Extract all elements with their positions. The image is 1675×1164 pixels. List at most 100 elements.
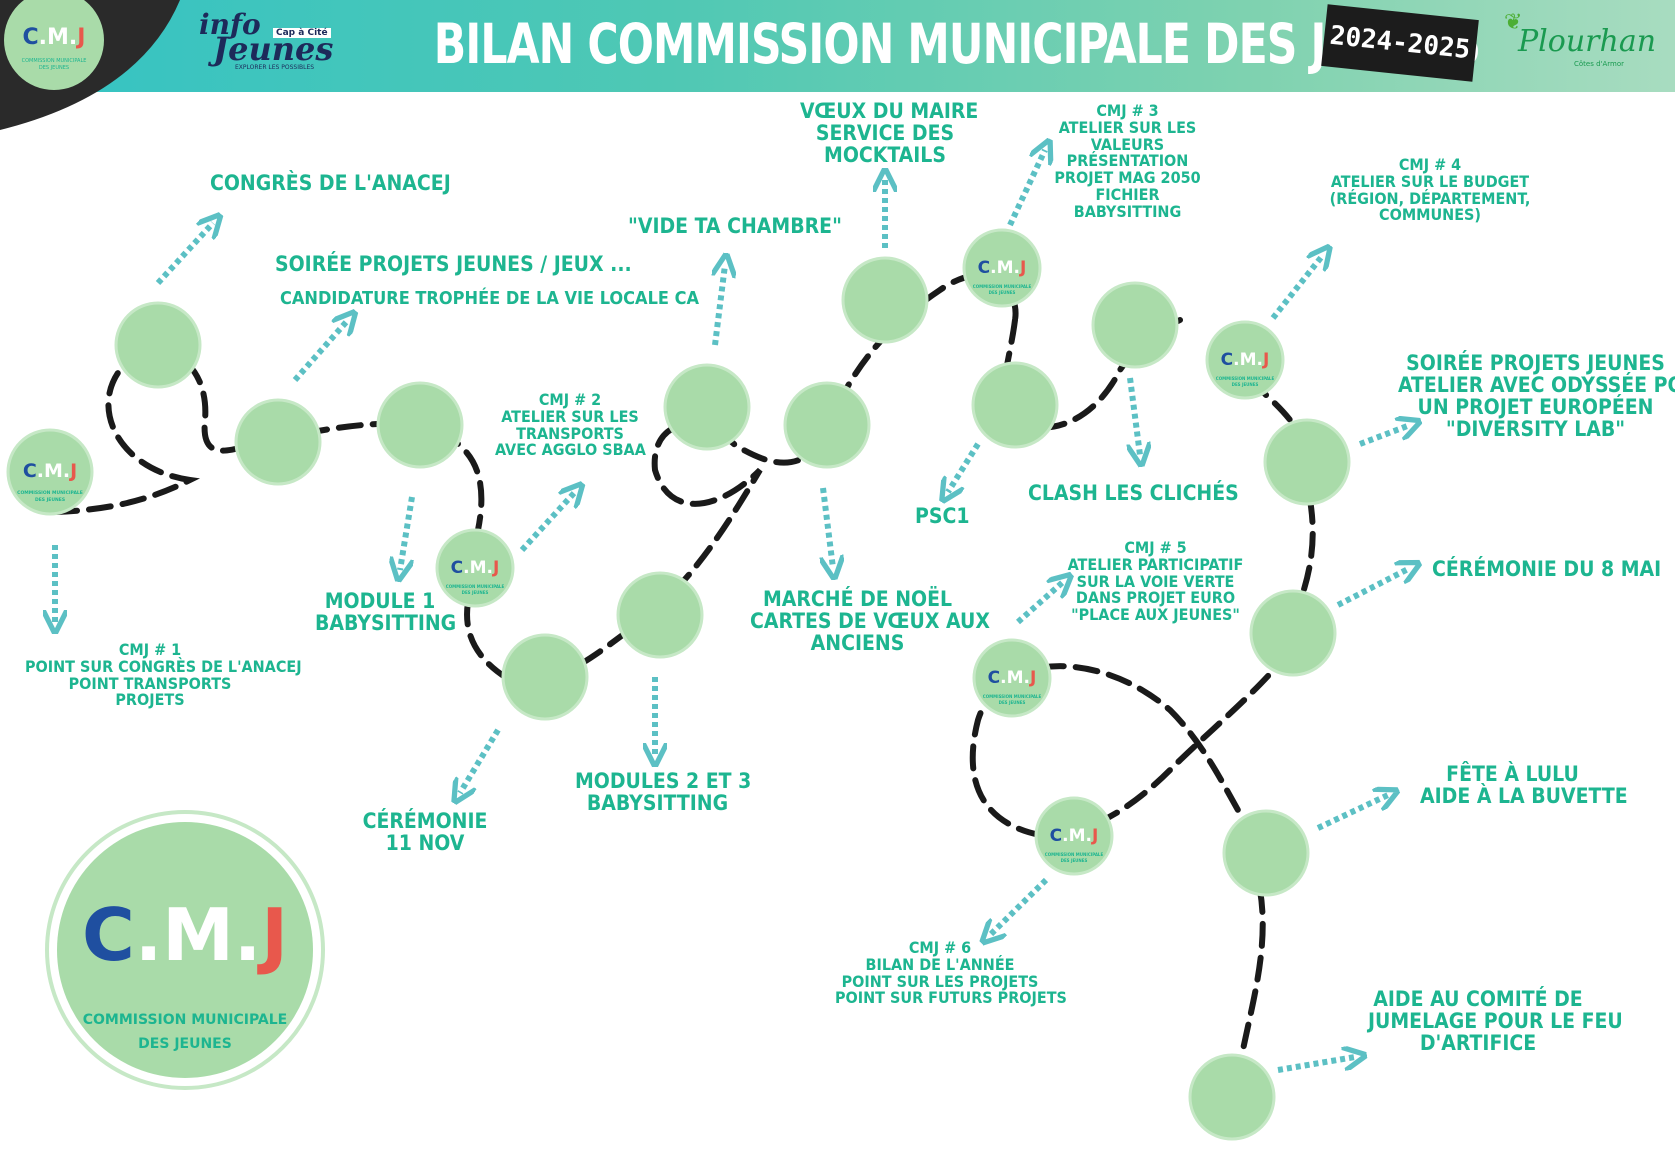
info-jeunes-logo: info Cap à Cité Jeunes EXPLORER LES POSS… — [195, 8, 335, 71]
logo-letter-m: M — [162, 893, 234, 977]
town-name: Plourhan — [1518, 24, 1657, 59]
stop-circle — [616, 571, 704, 659]
cmj-main-logo-letters: C.M.J — [65, 895, 305, 975]
label-fete-a-lulu: FÊTE À LULU AIDE À LA BUVETTE — [1420, 762, 1628, 809]
svg-text:COMMISSION MUNICIPALE: COMMISSION MUNICIPALE — [17, 490, 83, 496]
stop-circle — [1222, 809, 1310, 897]
cmj-main-logo-subtitle-1: COMMISSION MUNICIPALE — [82, 1012, 288, 1028]
cmj-logo-stop: C.M.J COMMISSION MUNICIPALE DES JEUNES — [1034, 796, 1114, 876]
arrow-ceremonie8 — [1336, 568, 1410, 608]
arrow-congres — [155, 223, 213, 286]
svg-text:DES JEUNES: DES JEUNES — [39, 65, 69, 71]
label-cmj2: CMJ # 2 ATELIER SUR LES TRANSPORTS AVEC … — [495, 390, 646, 460]
svg-text:C.M.J: C.M.J — [1221, 350, 1270, 370]
plourhan-logo: ❦ Plourhan Côtes d'Armor — [1500, 10, 1656, 70]
svg-text:C.M.J: C.M.J — [988, 668, 1037, 688]
leaf-icon: ❦ — [1504, 10, 1523, 35]
cmj-main-logo-subtitle-2: DES JEUNES — [138, 1036, 232, 1052]
stop-circle — [1188, 1053, 1276, 1141]
cmj-logo-stop: C.M.J COMMISSION MUNICIPALE DES JEUNES — [962, 228, 1042, 308]
cmj-logo-stops: C.M.J COMMISSION MUNICIPALE DES JEUNES C… — [6, 228, 1285, 876]
logo-letter-c: C — [81, 893, 135, 977]
arrows — [55, 150, 1410, 1073]
svg-text:C.M.J: C.M.J — [23, 460, 77, 482]
svg-text:C.M.J: C.M.J — [978, 258, 1027, 278]
svg-text:COMMISSION MUNICIPALE: COMMISSION MUNICIPALE — [446, 584, 505, 589]
label-cmj6: CMJ # 6 BILAN DE L'ANNÉE POINT SUR LES P… — [835, 938, 1067, 1008]
svg-text:DES JEUNES: DES JEUNES — [999, 700, 1026, 705]
arrow-jumelage — [1277, 1057, 1355, 1073]
label-marche-noel: MARCHÉ DE NOËL CARTES DE VŒUX AUX ANCIEN… — [750, 587, 990, 656]
arrow-module1 — [400, 496, 415, 570]
cmj-logo-stop: C.M.J COMMISSION MUNICIPALE DES JEUNES — [6, 428, 94, 516]
info-jeunes-jeunes-text: Jeunes — [213, 30, 334, 68]
label-congres: CONGRÈS DE L'ANACEJ — [210, 171, 451, 195]
label-psc1: PSC1 — [915, 504, 970, 528]
label-cmj5: CMJ # 5 ATELIER PARTICIPATIF SUR LA VOIE… — [1067, 538, 1244, 625]
label-soiree2: SOIRÉE PROJETS JEUNES ATELIER AVEC ODYSS… — [1398, 351, 1675, 442]
info-jeunes-tagline: EXPLORER LES POSSIBLES — [235, 64, 315, 71]
town-region: Côtes d'Armor — [1574, 60, 1624, 68]
arrow-ceremonie11 — [460, 728, 501, 793]
stop-circle — [663, 363, 751, 451]
label-soiree1-line2: CANDIDATURE TROPHÉE DE LA VIE LOCALE CA — [280, 288, 700, 309]
svg-text:C.M.J: C.M.J — [1050, 826, 1099, 846]
header-corner-shape: C.M.J COMMISSION MUNICIPALE DES JEUNES — [0, 0, 180, 130]
svg-text:COMMISSION MUNICIPALE: COMMISSION MUNICIPALE — [22, 58, 87, 64]
arrow-vide — [715, 265, 725, 346]
arrow-cmj3 — [1007, 150, 1045, 227]
arrow-cmj6 — [990, 877, 1049, 935]
stop-circle — [376, 381, 464, 469]
arrow-fete — [1316, 795, 1388, 831]
label-clash: CLASH LES CLICHÉS — [1028, 481, 1239, 505]
arrow-marche — [823, 487, 833, 568]
svg-text:DES JEUNES: DES JEUNES — [989, 290, 1016, 295]
svg-text:COMMISSION MUNICIPALE: COMMISSION MUNICIPALE — [983, 694, 1042, 699]
arrow-clash — [1130, 377, 1140, 455]
logo-dot: . — [134, 893, 163, 977]
label-cmj4: CMJ # 4 ATELIER SUR LE BUDGET (RÉGION, D… — [1329, 155, 1531, 225]
stop-circle — [1249, 589, 1337, 677]
info-jeunes-info-text: info — [199, 8, 261, 41]
svg-text:COMMISSION MUNICIPALE: COMMISSION MUNICIPALE — [973, 284, 1032, 289]
svg-text:DES JEUNES: DES JEUNES — [1061, 858, 1088, 863]
cmj-logo-stop: C.M.J COMMISSION MUNICIPALE DES JEUNES — [1205, 320, 1285, 400]
arrow-psc1 — [948, 442, 981, 492]
arrow-soiree1 — [292, 320, 348, 382]
arrow-cmj5 — [1016, 582, 1063, 625]
arrow-cmj4 — [1270, 255, 1323, 320]
label-modules-2-3: MODULES 2 ET 3 BABYSITTING — [575, 769, 752, 816]
svg-text:COMMISSION MUNICIPALE: COMMISSION MUNICIPALE — [1045, 852, 1104, 857]
stops — [114, 256, 1351, 1141]
stop-circle — [234, 398, 322, 486]
stop-circle — [114, 301, 202, 389]
label-soiree1-line1: SOIRÉE PROJETS JEUNES / JEUX ... — [275, 252, 632, 276]
cmj-logo-stop: C.M.J COMMISSION MUNICIPALE DES JEUNES — [435, 528, 515, 608]
label-jumelage: AIDE AU COMITÉ DE JUMELAGE POUR LE FEU D… — [1368, 987, 1623, 1056]
label-ceremonie-11-nov: CÉRÉMONIE 11 NOV — [362, 809, 488, 856]
svg-text:DES JEUNES: DES JEUNES — [1232, 382, 1259, 387]
stop-circle — [501, 633, 589, 721]
label-cmj3: CMJ # 3 ATELIER SUR LES VALEURS PRÉSENTA… — [1054, 101, 1201, 221]
label-ceremonie-8-mai: CÉRÉMONIE DU 8 MAI — [1432, 557, 1662, 581]
label-module1: MODULE 1 BABYSITTING — [315, 589, 457, 636]
stop-circle — [1091, 281, 1179, 369]
label-voeux: VŒUX DU MAIRE SERVICE DES MOCKTAILS — [800, 99, 979, 168]
svg-text:DES JEUNES: DES JEUNES — [462, 590, 489, 595]
logo-letter-j: J — [261, 893, 288, 977]
arrow-cmj2 — [519, 492, 575, 553]
info-jeunes-cap-text: Cap à Cité — [273, 28, 331, 38]
stop-circle — [1263, 418, 1351, 506]
stop-circle — [971, 361, 1059, 449]
logo-dot: . — [233, 893, 262, 977]
svg-text:C.M.J: C.M.J — [23, 25, 86, 50]
svg-text:DES JEUNES: DES JEUNES — [35, 497, 65, 503]
label-vide-ta-chambre: "VIDE TA CHAMBRE" — [628, 214, 842, 238]
cmj-main-logo — [45, 810, 325, 1090]
svg-text:COMMISSION MUNICIPALE: COMMISSION MUNICIPALE — [1216, 376, 1275, 381]
label-cmj1: CMJ # 1 POINT SUR CONGRÈS DE L'ANACEJ PO… — [25, 640, 302, 710]
stop-circle — [783, 381, 871, 469]
stop-circle — [841, 256, 929, 344]
svg-text:C.M.J: C.M.J — [451, 558, 500, 578]
